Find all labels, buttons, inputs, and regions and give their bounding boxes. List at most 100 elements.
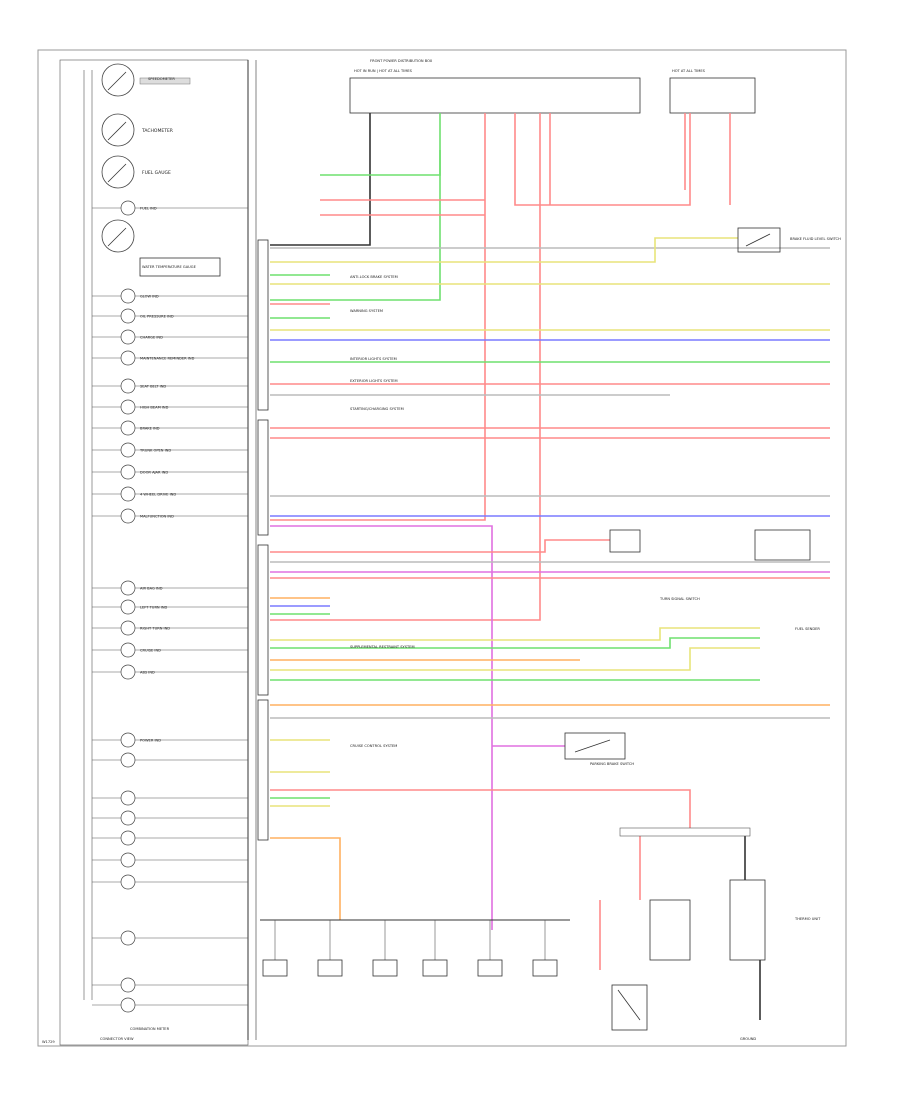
parking-brake-switch <box>564 732 626 760</box>
indicator-bulb <box>120 642 136 658</box>
thermo-unit <box>649 899 691 961</box>
indicator-label: DOOR AJAR IND <box>140 471 168 475</box>
indicator-bulb <box>120 930 136 946</box>
indicator-label: OIL PRESSURE IND <box>140 315 174 319</box>
tachometer-label: TACHOMETER <box>141 128 173 134</box>
right-fuse-box <box>669 77 756 114</box>
indicator-label: POWER IND <box>140 739 161 743</box>
diagram-border <box>37 49 847 1047</box>
module-connector <box>372 959 398 977</box>
indicator-bulb <box>120 732 136 748</box>
indicator-bulb <box>120 997 136 1013</box>
system-note: THERMO UNIT <box>794 917 821 921</box>
indicator-bulbs: FUEL IND GLOW IND OIL PRESSURE IND CHARGE I… <box>92 200 248 1013</box>
indicator-bulb <box>120 664 136 680</box>
module-connector <box>317 959 343 977</box>
system-note: PARKING BRAKE SWITCH <box>590 762 634 766</box>
water-temperature-label: WATER TEMPERATURE GAUGE <box>142 265 197 269</box>
meter-connector <box>257 419 269 536</box>
module-connector <box>422 959 448 977</box>
indicator-bulb <box>120 378 136 394</box>
wire <box>270 113 486 521</box>
system-note: FUEL SENDER <box>795 627 820 631</box>
footer-code: W1729 <box>42 1040 55 1044</box>
system-note: SUPPLEMENTAL RESTRAINT SYSTEM <box>350 645 415 649</box>
indicator-label: BRAKE IND <box>140 427 160 431</box>
indicator-label: SEAT BELT IND <box>140 385 166 389</box>
wire <box>270 627 760 641</box>
indicator-label: LEFT TURN IND <box>140 606 168 610</box>
wire-harness <box>270 113 830 1020</box>
top-fuse-box <box>349 77 641 114</box>
indicator-label: GLOW IND <box>140 295 159 299</box>
wire <box>270 637 760 649</box>
system-note: TURN SIGNAL SWITCH <box>659 597 700 601</box>
system-note: INTERIOR LIGHTS SYSTEM <box>350 357 397 361</box>
turn-switch-box <box>609 529 641 553</box>
indicator-bulb <box>120 350 136 366</box>
right-connector-box <box>754 529 811 561</box>
indicator-bulb <box>120 420 136 436</box>
indicator-label: MALFUNCTION IND <box>140 515 174 519</box>
indicator-bulb <box>120 580 136 596</box>
indicator-bulb <box>120 329 136 345</box>
water-temperature-gauge <box>101 219 135 253</box>
module-connector <box>262 959 288 977</box>
indicator-bulb <box>120 464 136 480</box>
indicator-label: RIGHT TURN IND <box>140 627 170 631</box>
module-connector <box>532 959 558 977</box>
system-note: ANTI-LOCK BRAKE SYSTEM <box>350 275 398 279</box>
indicator-bulb <box>120 399 136 415</box>
indicator-label: CRUISE IND <box>140 649 161 653</box>
meter-connector <box>257 239 269 411</box>
indicator-bulb <box>120 874 136 890</box>
indicator-label: TRUNK OPEN IND <box>139 449 171 453</box>
system-note: FRONT POWER DISTRIBUTION BOX <box>370 59 433 63</box>
indicator-bulb <box>120 790 136 806</box>
indicator-bulb <box>120 752 136 768</box>
indicator-bulb <box>120 486 136 502</box>
connector-blocks <box>257 239 269 841</box>
indicator-bulb <box>120 830 136 846</box>
system-note: COMBINATION METER <box>130 1027 170 1031</box>
indicator-label: 4 WHEEL DRIVE IND <box>140 493 176 497</box>
wire <box>270 113 371 246</box>
indicator-bulb <box>120 288 136 304</box>
indicator-bulb <box>120 308 136 324</box>
wire <box>270 647 760 671</box>
wire <box>270 237 738 263</box>
top-fuse-label: HOT IN RUN | HOT AT ALL TIMES <box>354 69 413 73</box>
indicator-bulb <box>120 442 136 458</box>
meter-connector <box>257 544 269 696</box>
tachometer-gauge <box>101 113 135 147</box>
wire <box>270 789 691 828</box>
module-connector <box>477 959 503 977</box>
system-note: CRUISE CONTROL SYSTEM <box>350 744 397 748</box>
system-note: BRAKE FLUID LEVEL SWITCH <box>790 237 841 241</box>
wire <box>320 113 441 176</box>
indicator-label: ABS IND <box>140 671 155 675</box>
water-temp-label-box <box>139 257 221 277</box>
indicator-label: FUEL IND <box>140 207 157 211</box>
wire <box>270 539 610 553</box>
system-note: STARTING/CHARGING SYSTEM <box>350 407 404 411</box>
bottom-modules <box>262 920 558 977</box>
fuel-sender <box>729 879 766 961</box>
indicator-label: HIGH BEAM IND <box>140 406 169 410</box>
indicator-bulb <box>120 852 136 868</box>
indicator-bulb <box>120 508 136 524</box>
indicator-label: MAINTENANCE REMINDER IND <box>140 357 195 361</box>
indicator-label: AIR BAG IND <box>140 587 163 591</box>
indicator-bulb <box>120 599 136 615</box>
indicator-label: CHARGE IND <box>140 336 163 340</box>
brake-fluid-switch <box>737 227 781 253</box>
fuel-gauge-label: FUEL GAUGE <box>142 170 171 176</box>
system-note: GROUND <box>740 1037 756 1041</box>
wire <box>270 113 541 621</box>
wire <box>270 837 341 920</box>
indicator-bulb <box>120 200 136 216</box>
meter-connector <box>257 699 269 841</box>
speedometer-label: SPEEDOMETER <box>148 77 175 81</box>
indicator-bulb <box>120 620 136 636</box>
